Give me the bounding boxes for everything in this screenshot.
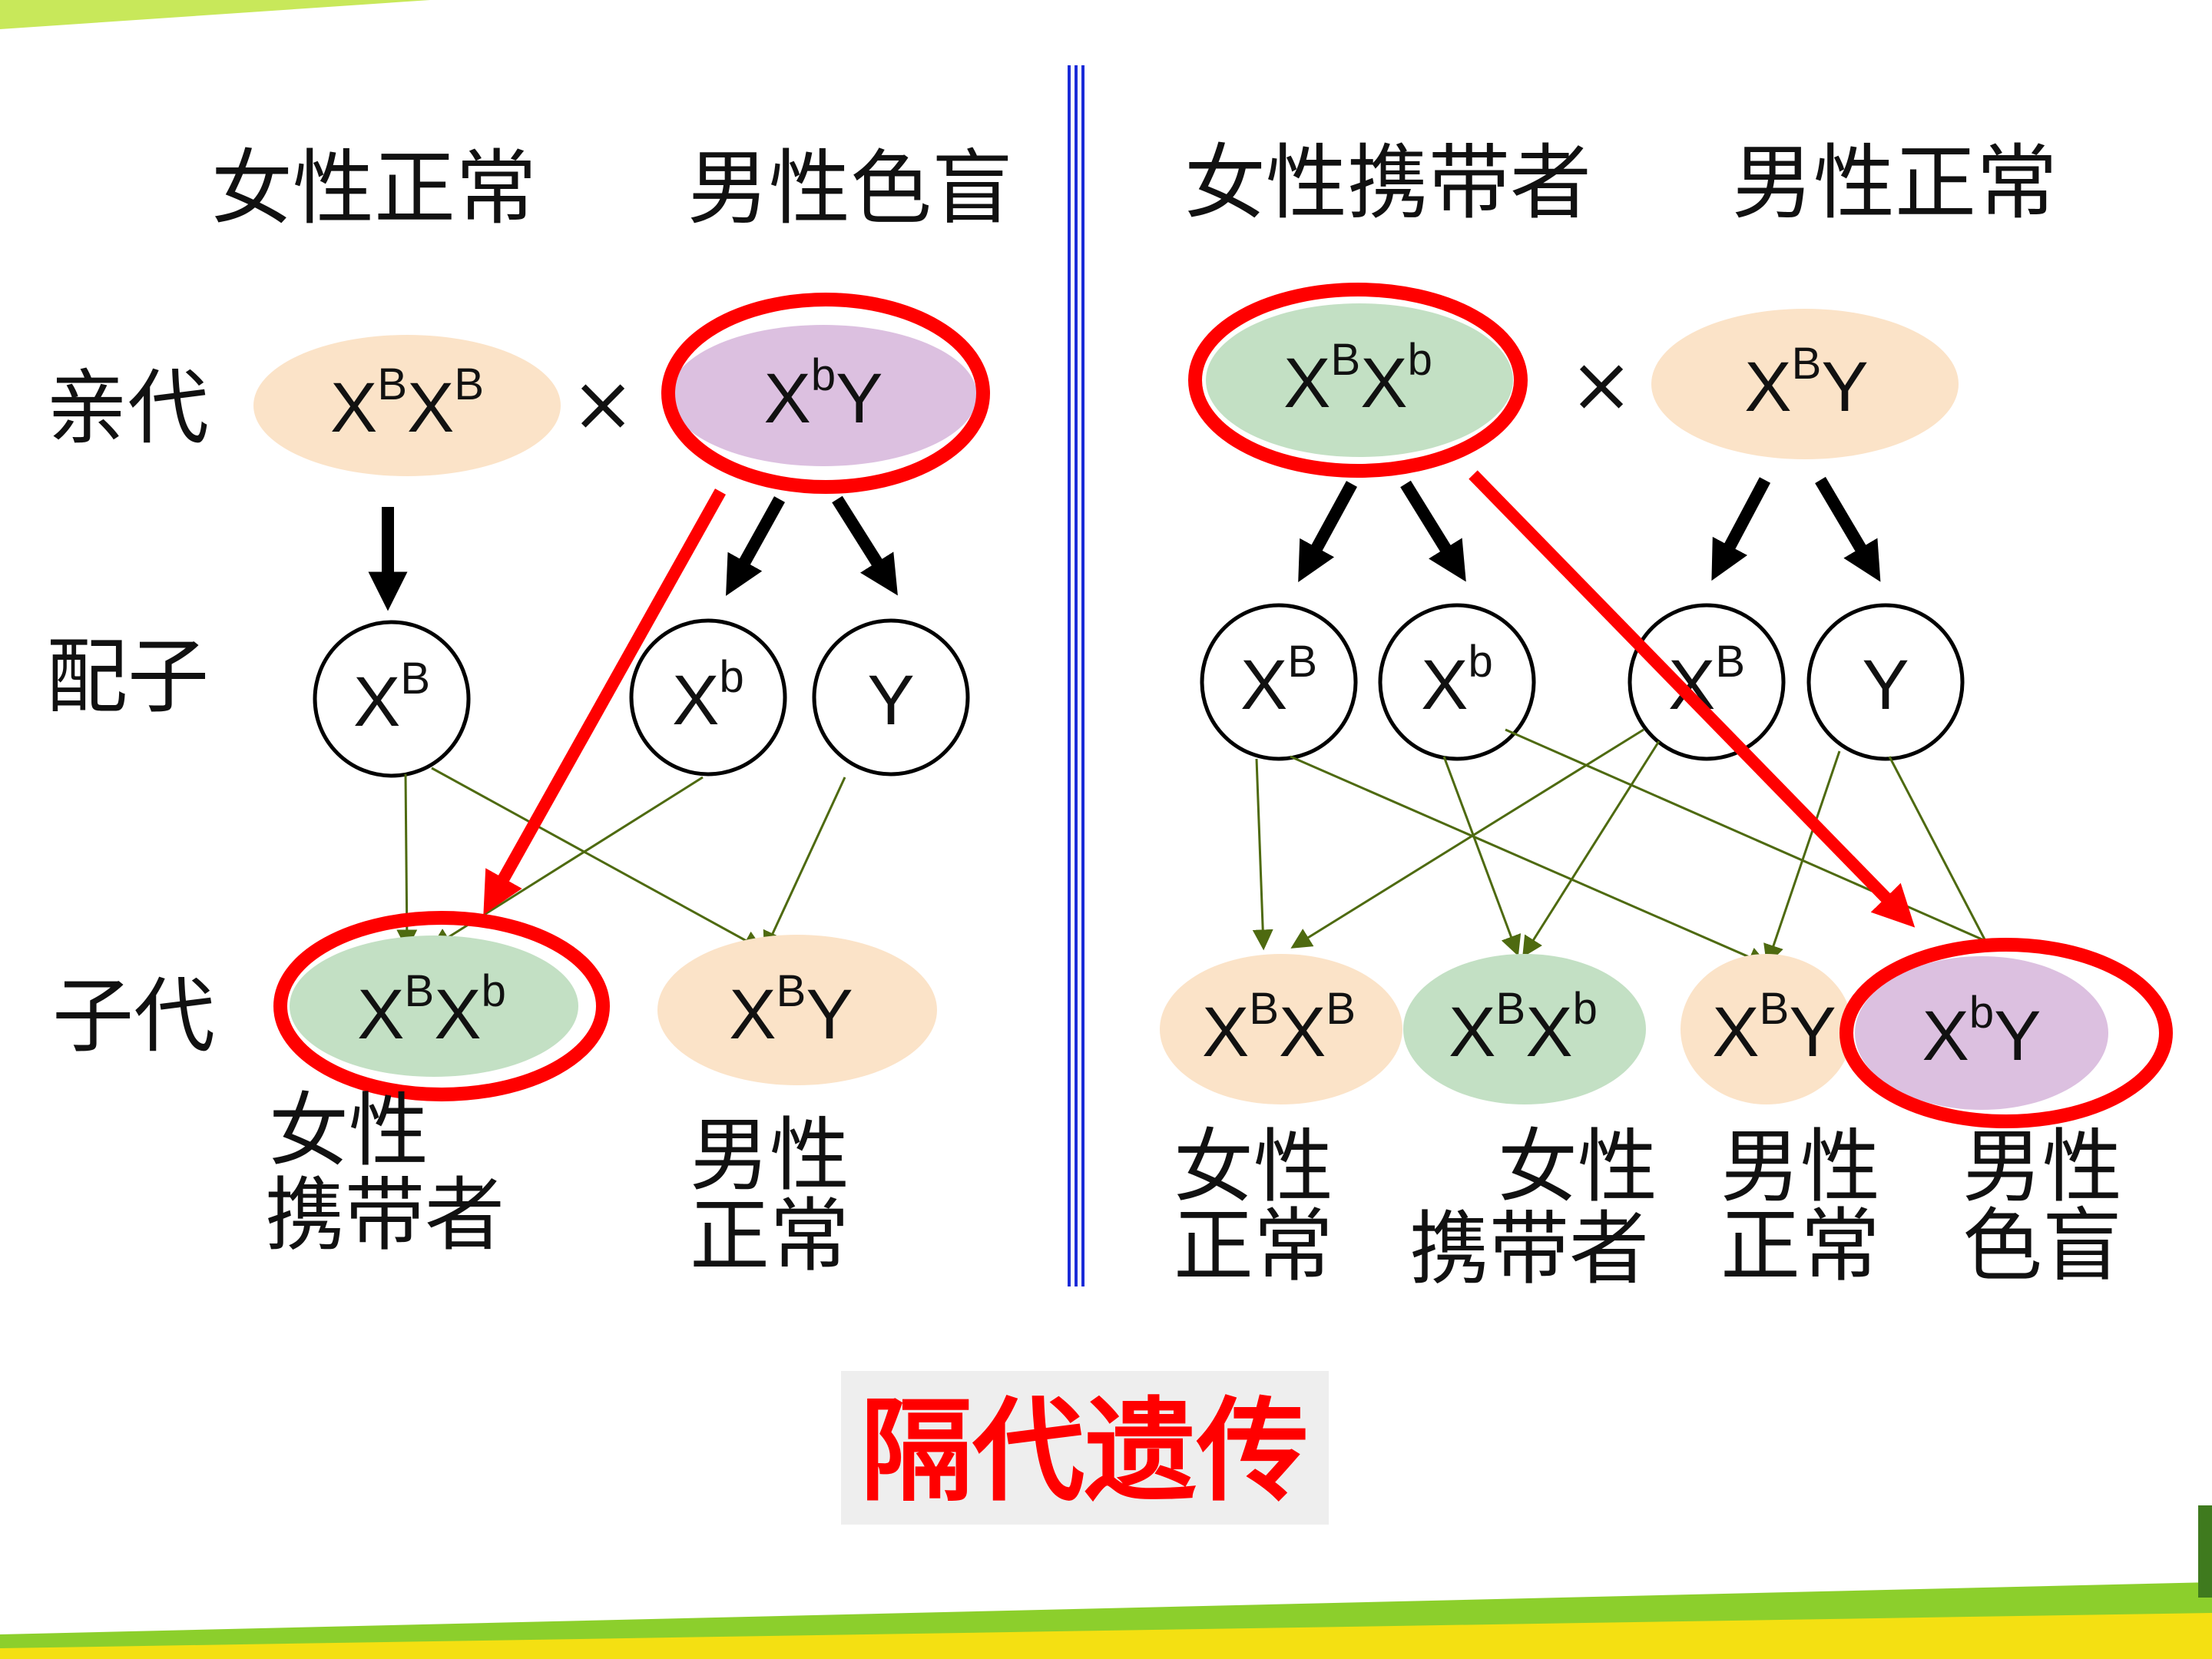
left-mother-genotype-oval: [253, 335, 561, 476]
row-label-parents: 亲代: [46, 361, 209, 455]
right-arrow-mother-to-xb: [1400, 480, 1466, 582]
left-arrow-father-to-xb: [726, 496, 785, 596]
left-gamete-1: XB: [353, 654, 430, 741]
right-father-phenotype: 男性正常: [1732, 136, 2058, 230]
left-offspring-label-2a: 男性: [690, 1108, 849, 1202]
bottom-accent-yellow: [0, 1613, 2212, 1659]
left-gamete-circle-1: [313, 620, 471, 778]
left-gamete-3: Y: [867, 661, 914, 740]
right-offspring-label-2b: 携带者: [1409, 1202, 1649, 1296]
right-offspring-label-3a: 男性: [1720, 1120, 1880, 1214]
right-cross-symbol: ×: [1569, 339, 1634, 429]
right-offspring-genotype-3: XBY: [1712, 984, 1836, 1071]
right-offspring-label-2a: 女性: [1498, 1120, 1657, 1214]
conclusion-box: [841, 1371, 1329, 1525]
right-fert-arrow: [1763, 750, 1841, 966]
left-mother-phenotype: 女性正常: [211, 141, 537, 236]
right-offspring-oval-1: [1160, 954, 1402, 1104]
left-offspring-genotype-2: XBY: [729, 966, 853, 1054]
right-fert-arrow: [1252, 758, 1273, 951]
left-gamete-circle-3: [812, 618, 970, 777]
left-red-highlight-arrow: [483, 488, 726, 915]
right-offspring-genotype-4: XbY: [1922, 988, 2041, 1075]
row-label-gametes: 配子: [46, 630, 209, 724]
right-father-genotype-oval: [1651, 309, 1959, 459]
right-offspring-oval-2: [1403, 954, 1646, 1104]
right-fert-arrow: [1888, 756, 1987, 942]
right-gamete-circle-1: [1200, 603, 1358, 761]
right-arrow-father-to-xB: [1711, 477, 1771, 581]
right-offspring-label-1b: 正常: [1174, 1199, 1333, 1293]
right-mother-genotype: XBXb: [1283, 335, 1432, 422]
right-gamete-circle-3: [1628, 603, 1786, 761]
right-mother-phenotype: 女性携带者: [1184, 136, 1591, 230]
right-gamete-1: XB: [1240, 637, 1317, 724]
right-offspring-genotype-1: XBXB: [1202, 984, 1356, 1071]
left-father-genotype-oval: [670, 325, 977, 466]
row-label-offspring: 子代: [52, 969, 215, 1064]
right-mother-highlight-ring: [1188, 283, 1528, 478]
right-fert-arrow: [1442, 756, 1522, 957]
right-offspring-highlight-ring: [1839, 938, 2173, 1128]
right-arrow-father-to-y: [1815, 476, 1881, 582]
right-red-highlight-arrow: [1469, 470, 1916, 928]
left-offspring-genotype-1: XBXb: [357, 966, 506, 1054]
right-offspring-oval-3: [1681, 954, 1853, 1104]
right-fert-arrow: [1290, 728, 1644, 949]
left-offspring-highlight-ring: [273, 911, 610, 1101]
left-father-highlight-ring: [661, 293, 990, 494]
left-offspring-oval-1: [290, 935, 578, 1077]
right-gamete-circle-2: [1378, 603, 1536, 761]
left-father-genotype: XbY: [763, 350, 882, 438]
conclusion-text: 隔代遗传: [860, 1386, 1309, 1517]
left-arrow-father-to-y: [832, 495, 898, 596]
left-gamete-2: Xb: [672, 652, 744, 740]
right-gamete-2: Xb: [1421, 637, 1493, 724]
right-offspring-label-1a: 女性: [1174, 1120, 1333, 1214]
left-gamete-circle-2: [629, 618, 787, 777]
left-mother-genotype: XBXB: [330, 359, 484, 447]
left-offspring-oval-2: [657, 935, 937, 1085]
right-offspring-label-4b: 色盲: [1962, 1199, 2122, 1293]
left-father-phenotype: 男性色盲: [687, 141, 1013, 236]
left-offspring-label-2b: 正常: [690, 1189, 849, 1283]
left-offspring-label-1b: 携带者: [265, 1168, 505, 1262]
left-fert-arrow: [763, 777, 846, 952]
right-gamete-circle-4: [1806, 603, 1965, 761]
left-cross-symbol: ×: [571, 359, 635, 449]
right-fert-arrow: [1522, 740, 1661, 958]
right-offspring-genotype-2: XBXb: [1449, 984, 1598, 1071]
right-fert-arrow: [1290, 755, 1769, 967]
top-left-accent: [0, 0, 430, 29]
right-offspring-label-3b: 正常: [1720, 1199, 1880, 1293]
right-arrow-mother-to-xB: [1298, 481, 1358, 582]
right-edge-accent: [2198, 1505, 2212, 1598]
right-gamete-4: Y: [1862, 646, 1909, 724]
right-offspring-oval-4: [1855, 956, 2108, 1110]
right-offspring-label-4a: 男性: [1962, 1120, 2122, 1214]
left-fert-arrow: [431, 767, 764, 951]
left-offspring-label-1a: 女性: [269, 1084, 429, 1177]
right-mother-genotype-oval: [1206, 303, 1513, 457]
right-father-genotype: XBY: [1744, 339, 1868, 426]
